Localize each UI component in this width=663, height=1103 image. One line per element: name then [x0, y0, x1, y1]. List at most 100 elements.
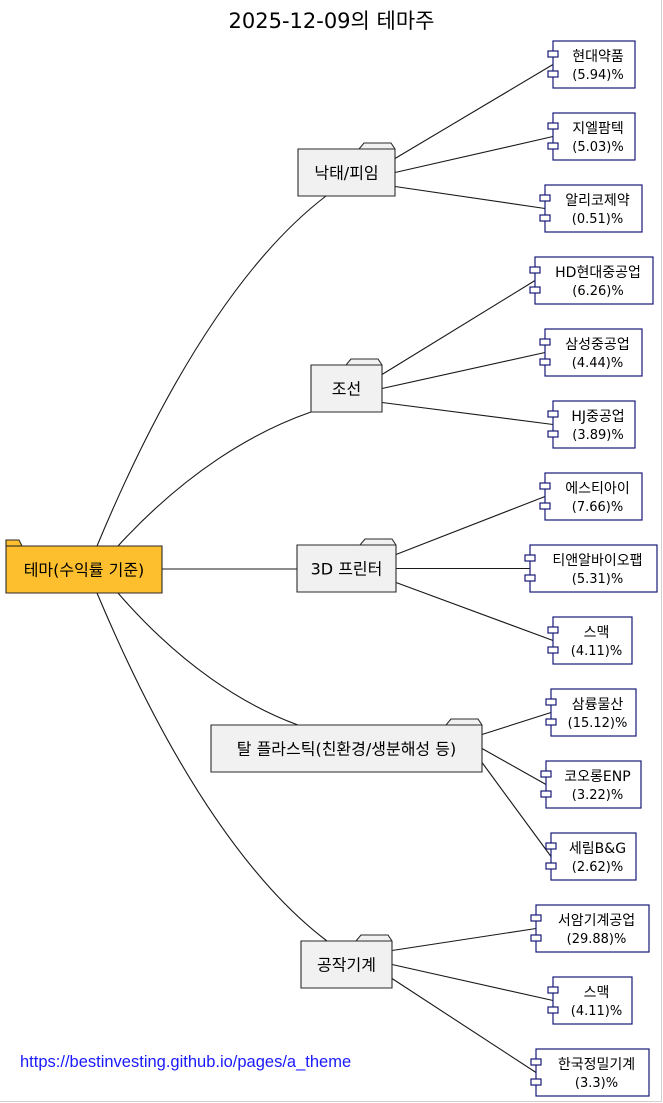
root-theme-connector [96, 592, 328, 942]
theme-stock-connector [391, 963, 554, 1002]
stock-name: 지엘팜텍 [572, 121, 624, 137]
stock-node-box [544, 328, 643, 377]
stock-node-box [535, 904, 650, 953]
stock-node-box [552, 976, 633, 1025]
stock-node-box [529, 544, 658, 593]
stock-node[interactable]: 삼륭물산 (15.12)% [545, 688, 637, 737]
stock-node[interactable]: 한국정밀기계(3.3)% [530, 1048, 650, 1097]
stock-node[interactable]: 지엘팜텍 (5.03)% [547, 112, 636, 161]
theme-node[interactable]: 3D 프린터 [296, 538, 397, 593]
stock-node[interactable]: 코오롱ENP (3.22)% [540, 760, 642, 809]
theme-node-label: 공작기계 [317, 956, 376, 975]
component-port-icon [545, 862, 557, 870]
stock-name: 현대약품 [572, 49, 624, 65]
stock-node[interactable]: 삼성중공업(4.44)% [539, 328, 643, 377]
stock-node-box [534, 256, 654, 305]
stock-node-box [550, 688, 637, 737]
stock-name: HD현대중공업 [555, 265, 641, 281]
stock-return: (3.22)% [572, 788, 623, 803]
stock-name: 티앤알바이오팹 [552, 553, 642, 569]
component-port-icon [540, 790, 552, 798]
stock-node[interactable]: 스맥(4.11)% [547, 616, 633, 665]
theme-node[interactable]: 공작기계 [300, 934, 393, 989]
stock-name: HJ중공업 [571, 409, 624, 425]
component-port-icon [539, 482, 551, 490]
stock-node-box [552, 112, 636, 161]
theme-node-shape [300, 934, 393, 989]
component-port-icon [539, 502, 551, 510]
theme-node-shape [310, 358, 383, 413]
theme-stock-connector [395, 495, 546, 556]
root-node[interactable]: 테마(수익률 기준) [5, 539, 163, 594]
stock-node[interactable]: 스맥(4.11)% [547, 976, 633, 1025]
component-port-icon [547, 646, 559, 654]
theme-stock-connector [395, 581, 554, 642]
stock-node[interactable]: 에스티아이(7.66)% [539, 472, 643, 521]
stock-name: 코오롱ENP [564, 769, 630, 785]
component-port-icon [547, 430, 559, 438]
component-port-icon [539, 194, 551, 202]
component-port-icon [530, 1078, 542, 1086]
stock-node[interactable]: 알리코제약 (0.51)% [539, 184, 643, 233]
stock-node-box [544, 472, 643, 521]
stock-name: 삼륭물산 [572, 697, 624, 713]
stock-node[interactable]: 티앤알바이오팹 (5.31)% [524, 544, 658, 593]
component-port-icon [530, 934, 542, 942]
component-port-icon [539, 214, 551, 222]
stock-return: (15.12)% [568, 716, 628, 731]
stock-return: (5.94)% [572, 68, 623, 83]
stock-return: (0.51)% [572, 212, 623, 227]
component-port-icon [547, 70, 559, 78]
footer-link[interactable]: https://bestinvesting.github.io/pages/a_… [20, 1053, 352, 1071]
stock-name: 세림B&G [569, 841, 626, 857]
stock-return: (3.3)% [575, 1076, 618, 1091]
stock-name: 에스티아이 [565, 481, 629, 497]
theme-stock-connector [481, 711, 552, 736]
stock-name: 알리코제약 [565, 193, 630, 209]
component-port-icon [539, 338, 551, 346]
theme-stock-connector [391, 927, 537, 952]
theme-node[interactable]: 탈 플라스틱(친환경/생분해성 등) [210, 718, 483, 773]
stock-name: 서암기계공업 [558, 913, 635, 929]
component-port-icon [529, 266, 541, 274]
stock-return: (5.31)% [572, 572, 623, 587]
component-port-icon [530, 1058, 542, 1066]
stock-return: (4.44)% [572, 356, 623, 371]
component-port-icon [545, 718, 557, 726]
stock-node[interactable]: 현대약품 (5.94)% [547, 40, 636, 89]
stock-name: 스맥 [584, 985, 610, 1001]
stock-node-box [552, 616, 633, 665]
theme-stock-connector [381, 351, 546, 390]
root-node-shape [5, 539, 163, 594]
component-port-icon [547, 122, 559, 130]
component-port-icon [547, 410, 559, 418]
theme-node-shape [296, 538, 397, 593]
theme-stock-connector [381, 401, 554, 426]
root-theme-connector [96, 195, 327, 547]
diagram-title: 2025-12-09의 테마주 [228, 9, 435, 33]
theme-stock-connector [481, 748, 547, 785]
component-port-icon [524, 554, 536, 562]
stock-node-box [545, 760, 642, 809]
theme-stock-connector [481, 762, 552, 857]
theme-node-label: 3D 프린터 [311, 560, 383, 579]
stock-node[interactable]: 서암기계공업(29.88)% [530, 904, 650, 953]
stock-node[interactable]: HJ중공업(3.89)% [547, 400, 636, 449]
theme-node[interactable]: 낙태/피임 [297, 142, 396, 197]
theme-node-label: 낙태/피임 [314, 164, 378, 183]
stock-node[interactable]: 세림B&G (2.62)% [545, 832, 637, 881]
component-port-icon [530, 914, 542, 922]
component-port-icon [524, 574, 536, 582]
stock-node-box [552, 400, 636, 449]
stock-return: (4.11)% [571, 644, 622, 659]
theme-node-shape [297, 142, 396, 197]
stock-node[interactable]: HD현대중공업(6.26)% [529, 256, 654, 305]
theme-node[interactable]: 조선 [310, 358, 383, 413]
component-port-icon [529, 286, 541, 294]
stock-return: (2.62)% [572, 860, 623, 875]
stock-return: (5.03)% [572, 140, 623, 155]
root-theme-connector [117, 592, 299, 726]
stock-node-box [550, 832, 637, 881]
